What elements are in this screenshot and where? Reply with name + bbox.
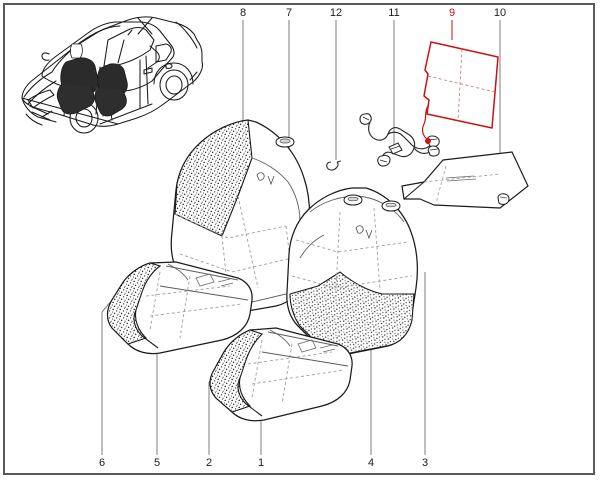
harness-red-node: [424, 137, 431, 144]
part-9-seat-back-heater-pad: [423, 41, 499, 129]
part-12-retaining-clip: [326, 160, 342, 171]
callout-label-5: 5: [153, 457, 161, 469]
callout-label-2: 2: [205, 457, 213, 469]
part-1-seat-cushion-right: [209, 327, 353, 422]
callout-label-9: 9: [448, 7, 456, 19]
part-3-seat-back-right: [286, 187, 418, 356]
part-10-seat-cushion-heater-mat: [401, 151, 529, 209]
part-5-seat-cushion-left: [106, 261, 253, 355]
callout-label-1: 1: [257, 457, 265, 469]
vehicle-interior-seats: [56, 43, 128, 117]
callout-label-10: 10: [493, 7, 507, 19]
harness-red-branch: [421, 105, 429, 140]
callout-label-12: 12: [329, 7, 343, 19]
part-11-wiring-harness: [368, 121, 435, 159]
callout-label-6: 6: [98, 457, 106, 469]
part-7-seat-back-left: [170, 119, 311, 316]
callout-label-11: 11: [388, 7, 400, 19]
callout-label-4: 4: [367, 457, 375, 469]
callout-label-7: 7: [285, 7, 293, 19]
callout-label-3: 3: [421, 457, 429, 469]
callout-label-8: 8: [239, 7, 247, 19]
